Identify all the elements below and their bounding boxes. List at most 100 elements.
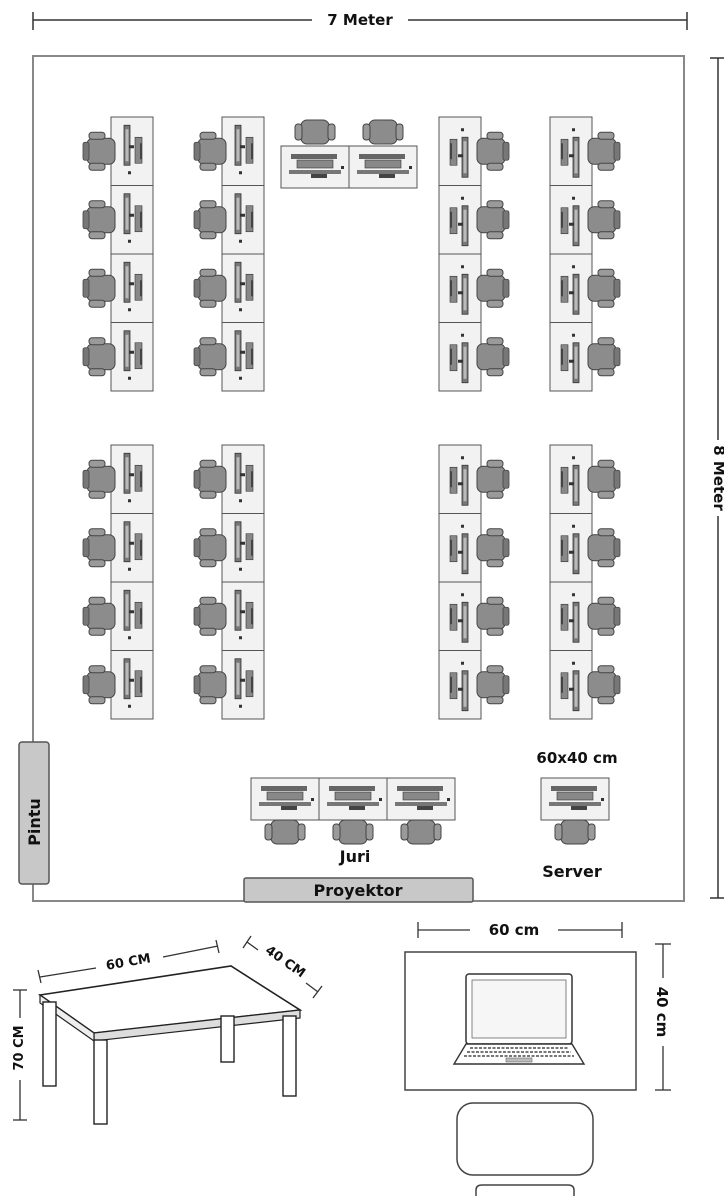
- participant-desk: [110, 185, 154, 255]
- participant-chair: [193, 131, 227, 171]
- participant-desk: [438, 513, 482, 583]
- participant-chair: [587, 665, 621, 705]
- participant-chair: [476, 200, 510, 240]
- participant-chair: [476, 337, 510, 377]
- participant-chair: [193, 337, 227, 377]
- participant-desk: [110, 581, 154, 651]
- participant-chair: [82, 200, 116, 240]
- floor-area: [13, 12, 724, 1196]
- participant-chair: [82, 665, 116, 705]
- participant-desk: [221, 650, 265, 720]
- participant-chair: [82, 337, 116, 377]
- table-depth-line: [305, 982, 319, 993]
- server-chair: [554, 819, 596, 845]
- participant-desk: [221, 253, 265, 323]
- table-width-label: 60 CM: [105, 951, 152, 974]
- participant-desk: [438, 444, 482, 514]
- top-chair: [294, 119, 336, 145]
- server-desk: [540, 777, 610, 821]
- participant-chair: [82, 528, 116, 568]
- participant-desk: [221, 513, 265, 583]
- jury-chair: [400, 819, 442, 845]
- participant-chair: [193, 200, 227, 240]
- table-leg: [282, 1015, 297, 1097]
- table-leg: [93, 1039, 108, 1125]
- server-label: Server: [542, 862, 602, 881]
- participant-desk: [110, 253, 154, 323]
- server-size-label: 60x40 cm: [536, 749, 617, 767]
- participant-chair: [587, 200, 621, 240]
- table-height-label: 70 CM: [12, 1025, 27, 1070]
- participant-chair: [476, 268, 510, 308]
- top-desk: [280, 145, 350, 189]
- participant-desk: [110, 513, 154, 583]
- desk-depth-label: 40 cm: [653, 987, 671, 1038]
- participant-desk: [221, 116, 265, 186]
- participant-desk: [438, 185, 482, 255]
- table-width-line: [39, 967, 97, 978]
- participant-chair: [476, 459, 510, 499]
- participant-desk: [549, 185, 593, 255]
- jury-chair: [332, 819, 374, 845]
- jury-label: Juri: [339, 847, 371, 866]
- door: [18, 741, 50, 885]
- participant-chair: [476, 596, 510, 636]
- participant-desk: [110, 650, 154, 720]
- participant-desk: [549, 444, 593, 514]
- table-illustration: [13, 935, 323, 1125]
- participant-desk: [438, 322, 482, 392]
- participant-chair: [476, 131, 510, 171]
- table-width-line: [162, 945, 219, 958]
- participant-desk: [438, 581, 482, 651]
- participant-desk: [110, 444, 154, 514]
- participant-chair: [193, 596, 227, 636]
- table-width-tick: [215, 939, 220, 954]
- projector-screen: [243, 877, 474, 903]
- participant-chair: [82, 268, 116, 308]
- participant-chair: [193, 268, 227, 308]
- laptop-display: [471, 979, 567, 1039]
- participant-desk: [221, 185, 265, 255]
- room-height-label: 8 Meter: [710, 445, 724, 511]
- participant-desk: [549, 650, 593, 720]
- participant-chair: [193, 528, 227, 568]
- participant-chair: [82, 131, 116, 171]
- participant-desk: [110, 322, 154, 392]
- participant-desk: [549, 116, 593, 186]
- projector-label: Proyektor: [313, 881, 402, 900]
- chair-top-view: [456, 1102, 594, 1176]
- participant-desk: [110, 116, 154, 186]
- participant-chair: [476, 665, 510, 705]
- participant-chair: [193, 665, 227, 705]
- participant-chair: [193, 459, 227, 499]
- table-leg: [42, 1001, 57, 1087]
- table-leg: [220, 1015, 235, 1063]
- room-width-label: 7 Meter: [327, 11, 393, 29]
- top-chair: [362, 119, 404, 145]
- laptop-touchpad: [505, 1057, 533, 1063]
- participant-desk: [221, 322, 265, 392]
- participant-desk: [221, 444, 265, 514]
- desk-detail: [404, 922, 671, 1196]
- participant-chair: [587, 528, 621, 568]
- jury-desk: [318, 777, 388, 821]
- participant-desk: [549, 581, 593, 651]
- participant-chair: [587, 131, 621, 171]
- participant-desk: [549, 253, 593, 323]
- desk-width-label: 60 cm: [489, 921, 540, 939]
- table-depth-line: [246, 941, 259, 951]
- table-depth-tick: [242, 935, 252, 949]
- participant-chair: [82, 596, 116, 636]
- jury-desk: [386, 777, 456, 821]
- participant-desk: [438, 650, 482, 720]
- participant-desk: [438, 116, 482, 186]
- participant-chair: [587, 337, 621, 377]
- top-desk: [348, 145, 418, 189]
- participant-chair: [82, 459, 116, 499]
- participant-chair: [587, 268, 621, 308]
- participant-chair: [587, 459, 621, 499]
- participant-desk: [549, 513, 593, 583]
- jury-chair: [264, 819, 306, 845]
- participant-desk: [221, 581, 265, 651]
